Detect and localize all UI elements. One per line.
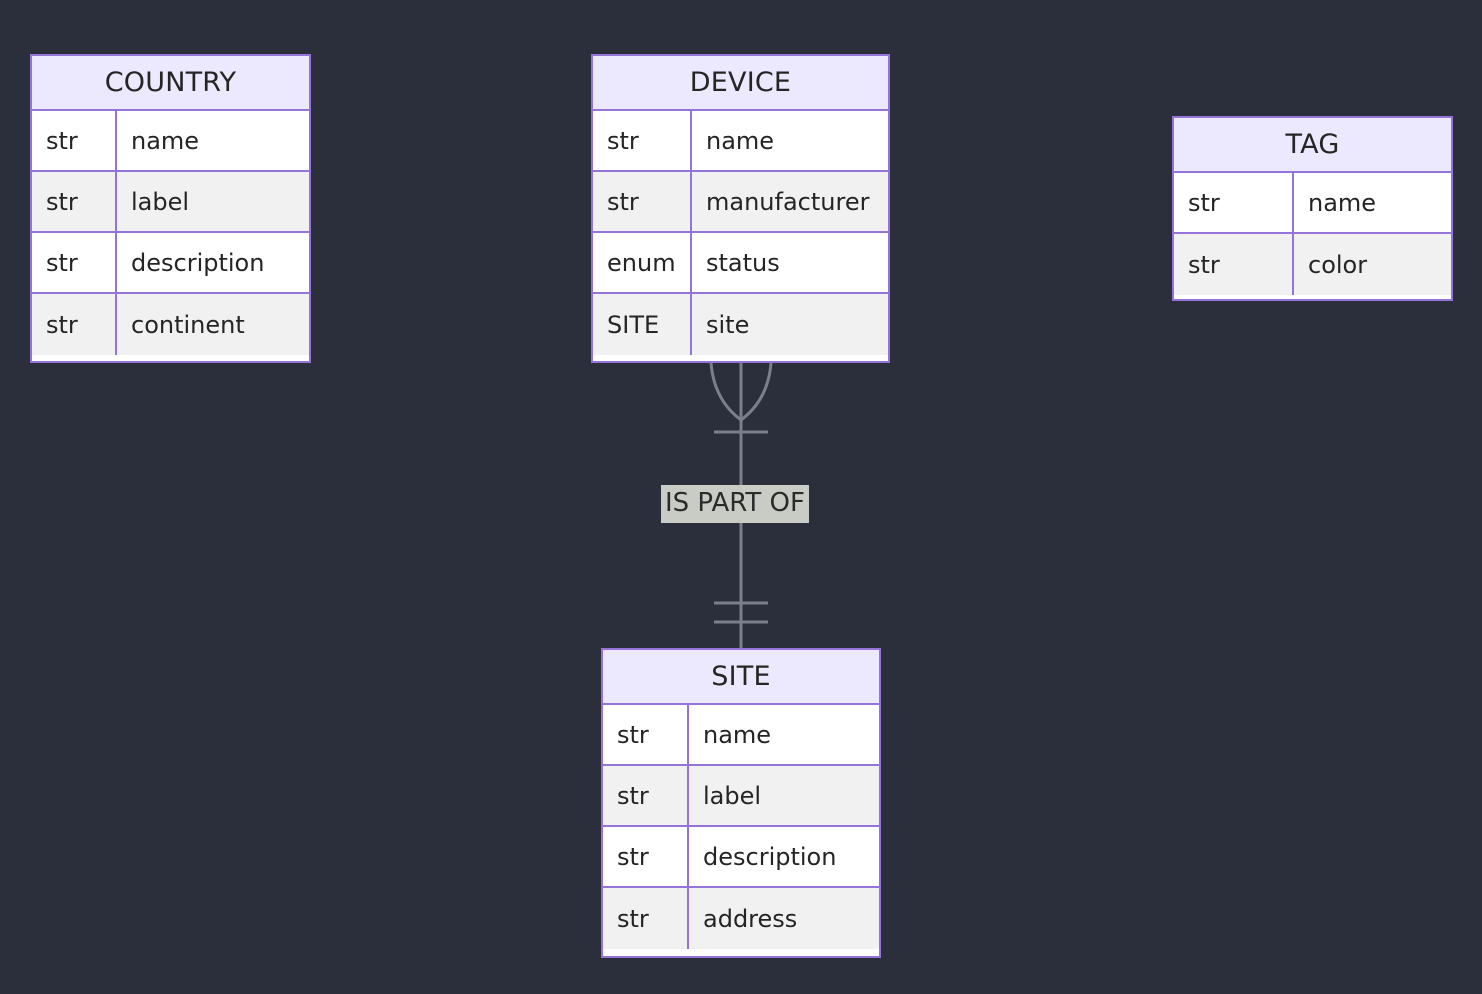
crowsfoot-left-prong-icon	[709, 362, 742, 422]
attribute-row: str description	[32, 233, 309, 294]
attribute-row: str label	[32, 172, 309, 233]
attribute-type: str	[1174, 173, 1294, 232]
entity-title-tag: TAG	[1174, 118, 1451, 173]
attribute-row: SITE site	[593, 294, 888, 355]
attribute-row: str continent	[32, 294, 309, 355]
attribute-name: label	[703, 781, 762, 810]
attribute-name: color	[1308, 250, 1368, 279]
attribute-type: str	[32, 233, 117, 292]
attribute-type: str	[593, 172, 692, 231]
attribute-type: str	[32, 111, 117, 170]
attribute-type: SITE	[593, 294, 692, 355]
attribute-row: enum status	[593, 233, 888, 294]
attribute-type: enum	[593, 233, 692, 292]
attribute-row: str manufacturer	[593, 172, 888, 233]
attribute-row: str color	[1174, 234, 1451, 295]
entity-title-site: SITE	[603, 650, 879, 705]
attribute-name: description	[703, 842, 837, 871]
attribute-name: manufacturer	[706, 187, 870, 216]
attribute-type: str	[32, 172, 117, 231]
attribute-name: name	[1308, 188, 1377, 217]
attribute-name: name	[131, 126, 200, 155]
attribute-name: description	[131, 248, 265, 277]
entity-title-device: DEVICE	[593, 56, 888, 111]
crowsfoot-right-prong-icon	[740, 362, 773, 422]
attribute-type: str	[593, 111, 692, 170]
entity-title-country: COUNTRY	[32, 56, 309, 111]
attribute-row: str description	[603, 827, 879, 888]
attribute-name: continent	[131, 310, 245, 339]
attribute-row: str address	[603, 888, 879, 949]
attribute-type: str	[603, 888, 689, 949]
attribute-name: name	[706, 126, 775, 155]
attribute-name: label	[131, 187, 190, 216]
attribute-type: str	[603, 766, 689, 825]
attribute-name: name	[703, 720, 772, 749]
attribute-type: str	[32, 294, 117, 355]
attribute-row: str label	[603, 766, 879, 827]
attribute-type: str	[603, 705, 689, 764]
relationship-label-is-part-of: IS PART OF	[661, 485, 809, 523]
attribute-type: str	[1174, 234, 1294, 295]
attribute-name: site	[706, 310, 750, 339]
attribute-name: status	[706, 248, 780, 277]
attribute-name: address	[703, 904, 798, 933]
attribute-type: str	[603, 827, 689, 886]
